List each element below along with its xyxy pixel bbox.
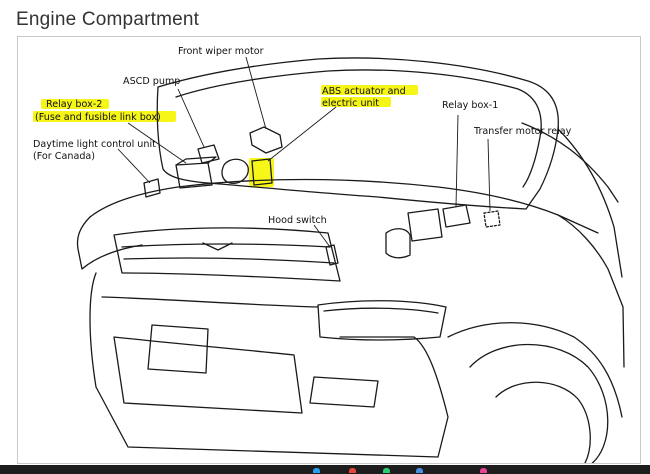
hood-inner	[175, 69, 542, 188]
vehicle-drawing	[76, 57, 625, 463]
highlight-abs-1	[321, 85, 418, 95]
label-for-canada: (For Canada)	[33, 151, 95, 162]
grille-emblem	[202, 242, 233, 251]
grille-outline	[113, 227, 341, 282]
label-relay-box-2-detail: (Fuse and fusible link box)	[35, 112, 161, 123]
label-abs-line2: electric unit	[322, 98, 379, 109]
right-fender	[557, 214, 625, 368]
windshield-line	[521, 122, 619, 203]
label-relay-box-1: Relay box-1	[442, 100, 498, 111]
headlight-inner	[323, 307, 439, 314]
left-fender	[76, 216, 143, 270]
leader-hood-switch	[313, 224, 331, 248]
highlighter-marks	[33, 85, 418, 187]
diagram-frame: Front wiper motor ASCD pump ABS actuator…	[17, 36, 641, 464]
bumper-line	[101, 296, 319, 308]
label-hood-switch: Hood switch	[268, 215, 327, 226]
highlight-relay2-1	[41, 99, 109, 109]
front-bumper	[89, 272, 449, 458]
transfer-relay-shape	[483, 210, 501, 228]
abs-unit-shape	[251, 158, 273, 186]
highlight-abs-2	[321, 97, 391, 107]
tire-outer	[469, 343, 609, 463]
battery	[407, 208, 443, 242]
hood-switch-shape	[325, 244, 339, 266]
leader-relay1	[455, 114, 459, 208]
leader-ascd	[177, 88, 205, 148]
brake-booster	[221, 158, 249, 184]
taskbar-app-icon[interactable]	[313, 468, 320, 473]
label-relay-box-2: Relay box-2	[46, 99, 102, 110]
leader-wiper	[245, 56, 267, 130]
a-pillar	[557, 128, 623, 278]
engine-compartment-diagram: Front wiper motor ASCD pump ABS actuator…	[33, 46, 625, 463]
headlight	[317, 300, 447, 341]
taskbar-app-icon[interactable]	[480, 468, 487, 473]
label-ascd-pump: ASCD pump	[123, 76, 180, 87]
page-title: Engine Compartment	[16, 9, 200, 30]
license-plate	[147, 324, 209, 374]
wheel-arch	[447, 322, 623, 418]
daytime-unit-shape	[143, 178, 161, 198]
leader-abs	[267, 106, 337, 162]
grille-bar-1	[121, 243, 331, 248]
taskbar-app-icon[interactable]	[383, 468, 390, 473]
label-front-wiper-motor: Front wiper motor	[178, 46, 264, 57]
leader-daytime	[117, 148, 151, 184]
ascd-pump-shape	[197, 144, 220, 164]
taskbar	[0, 465, 650, 474]
label-abs-line1: ABS actuator and	[322, 86, 406, 97]
relay-box-1-shape	[442, 204, 471, 228]
leader-transfer	[487, 138, 491, 212]
tire-inner	[495, 381, 591, 463]
highlight-relay2-2	[33, 111, 176, 122]
bay-edge	[89, 178, 599, 234]
callout-labels: Front wiper motor ASCD pump ABS actuator…	[33, 46, 572, 226]
label-transfer-motor-relay: Transfer motor relay	[473, 126, 572, 137]
relay-box-2-shape	[175, 162, 213, 189]
taskbar-app-icon[interactable]	[349, 468, 356, 473]
taskbar-app-icon[interactable]	[416, 468, 423, 473]
label-daytime-light-unit: Daytime light control unit	[33, 139, 156, 150]
leader-relay2	[127, 122, 187, 164]
wiper-motor-shape	[249, 126, 283, 154]
hood-outline	[156, 57, 559, 210]
fog-light	[309, 376, 379, 408]
lower-intake	[113, 336, 303, 414]
grille-bar-2	[123, 257, 335, 264]
washer-tank	[385, 228, 411, 259]
leader-lines	[117, 56, 491, 248]
